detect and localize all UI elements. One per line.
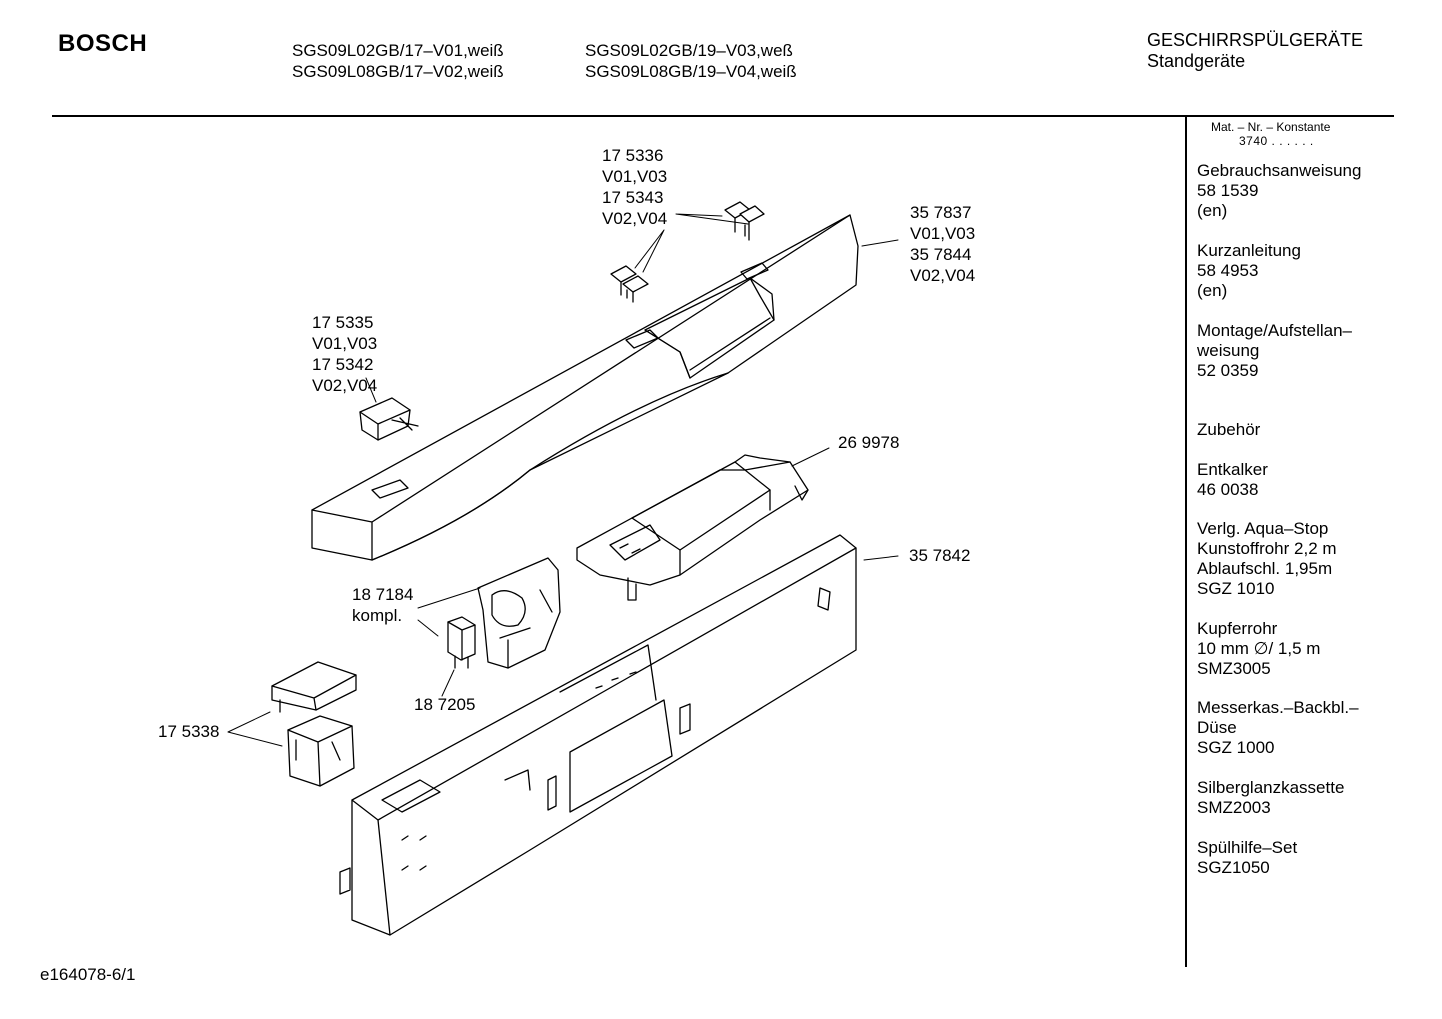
mat-nr-block: Mat. – Nr. – Konstante 3740 . . . . . . [1211,120,1330,148]
sidebar-rule [1185,117,1187,967]
model-line: SGS09L08GB/19–V04,weiß [585,62,797,81]
callout-line: 17 5335 [312,313,374,332]
push-button-pair-left [611,266,648,302]
sidebar-line: Gebrauchsanweisung [1197,161,1362,180]
sidebar-block-silver-cassette: Silberglanzkassette SMZ2003 [1197,778,1344,818]
mat-nr-value: 3740 . . . . . . [1239,134,1314,148]
sidebar-line: SGZ 1000 [1197,738,1275,757]
callout-line: kompl. [352,606,403,625]
sidebar-line: Spülhilfe–Set [1197,838,1298,857]
sidebar-line: Ablaufschl. 1,95m [1197,559,1333,578]
sidebar-line: (en) [1197,281,1228,300]
callout-line: 18 7184 [352,585,414,604]
callout-line: 17 5336 [602,146,664,165]
sidebar-block-aqua-stop: Verlg. Aqua–Stop Kunstoffrohr 2,2 m Abla… [1197,519,1337,599]
callout-line: 17 5342 [312,355,374,374]
category-subtitle: Standgeräte [1147,51,1246,71]
sidebar-line: Verlg. Aqua–Stop [1197,519,1329,538]
header-rule [52,115,1394,117]
sidebar-block-copper-pipe: Kupferrohr 10 mm ∅/ 1,5 m SMZ3005 [1197,619,1320,679]
drawing-code: e164078-6/1 [40,965,136,984]
sidebar-line: Entkalker [1197,460,1268,479]
callout-line: V01,V03 [602,167,668,186]
callout-fascia: 35 7837 V01,V03 35 7844 V02,V04 [910,202,975,286]
callout-line: V02,V04 [312,376,378,395]
sidebar-line: Kurzanleitung [1197,241,1301,260]
callout-line: V01,V03 [312,334,378,353]
sidebar-line: 46 0038 [1197,480,1259,499]
model-list-1: SGS09L02GB/17–V01,weiß SGS09L08GB/17–V02… [292,40,504,82]
category-title: GESCHIRRSPÜLGERÄTE [1147,30,1364,50]
callout-small-switch: 18 7205 [414,694,475,715]
sidebar-block-nozzle: Messerkas.–Backbl.– Düse SGZ 1000 [1197,698,1359,758]
callout-line: V02,V04 [910,266,976,285]
sidebar-line: SGZ1050 [1197,858,1270,877]
small-switch [448,617,475,668]
callout-line: V02,V04 [602,209,668,228]
sidebar-line: Messerkas.–Backbl.– [1197,698,1359,717]
model-line: SGS09L02GB/19–V03,weß [585,41,793,60]
sidebar-line: (en) [1197,201,1228,220]
callout-line: V01,V03 [910,224,976,243]
control-housing [340,535,856,935]
control-panel-fascia [312,215,858,560]
callout-door-switch: 17 5338 [158,721,219,742]
callout-line: 35 7837 [910,203,972,222]
callout-pushbuttons: 17 5336 V01,V03 17 5343 V02,V04 [602,145,667,229]
sidebar-block-manual: Gebrauchsanweisung 58 1539 (en) [1197,161,1361,221]
callout-line: 18 7205 [414,695,476,714]
sidebar-line: 58 1539 [1197,181,1259,200]
sidebar-line: weisung [1197,341,1260,360]
sidebar-line: Zubehör [1197,420,1261,439]
sidebar-line: 52 0359 [1197,361,1259,380]
brand-logo: BOSCH [58,30,148,57]
push-button-pair-top [725,202,764,240]
exploded-parts-drawing [0,0,1180,960]
sidebar-block-accessories: Zubehör [1197,420,1260,440]
door-switch-assembly [272,662,356,786]
pressure-switch [478,558,560,668]
sidebar-line: 10 mm ∅/ 1,5 m [1197,639,1321,658]
callout-line: 35 7842 [909,546,971,565]
callout-single-button: 17 5335 V01,V03 17 5342 V02,V04 [312,312,377,396]
sidebar-block-installation: Montage/Aufstellan– weisung 52 0359 [1197,321,1352,381]
sidebar-line: SGZ 1010 [1197,579,1275,598]
model-line: SGS09L02GB/17–V01,weiß [292,41,504,60]
mat-nr-label: Mat. – Nr. – Konstante [1211,120,1331,134]
callout-line: 17 5343 [602,188,664,207]
sidebar-line: 58 4953 [1197,261,1259,280]
single-button [360,398,418,440]
sidebar-line: SMZ3005 [1197,659,1271,678]
leader-lines [228,214,898,746]
callout-control-housing: 35 7842 [909,545,970,566]
sidebar-line: Kupferrohr [1197,619,1278,638]
model-list-2: SGS09L02GB/19–V03,weß SGS09L08GB/19–V04,… [585,40,797,82]
callout-line: 26 9978 [838,433,900,452]
sidebar-line: SMZ2003 [1197,798,1271,817]
sidebar-line: Montage/Aufstellan– [1197,321,1352,340]
sidebar-line: Kunstoffrohr 2,2 m [1197,539,1337,558]
sidebar-block-short-guide: Kurzanleitung 58 4953 (en) [1197,241,1301,301]
electronic-module [577,455,808,600]
callout-electronic-module: 26 9978 [838,432,899,453]
sidebar-block-rinse-set: Spülhilfe–Set SGZ1050 [1197,838,1297,878]
sidebar-line: Silberglanzkassette [1197,778,1345,797]
callout-pressure-switch: 18 7184 kompl. [352,584,413,626]
category-heading: GESCHIRRSPÜLGERÄTE Standgeräte [1147,30,1363,72]
sidebar-block-descaler: Entkalker 46 0038 [1197,460,1268,500]
sidebar-line: Düse [1197,718,1237,737]
callout-line: 17 5338 [158,722,220,741]
model-line: SGS09L08GB/17–V02,weiß [292,62,504,81]
callout-line: 35 7844 [910,245,972,264]
